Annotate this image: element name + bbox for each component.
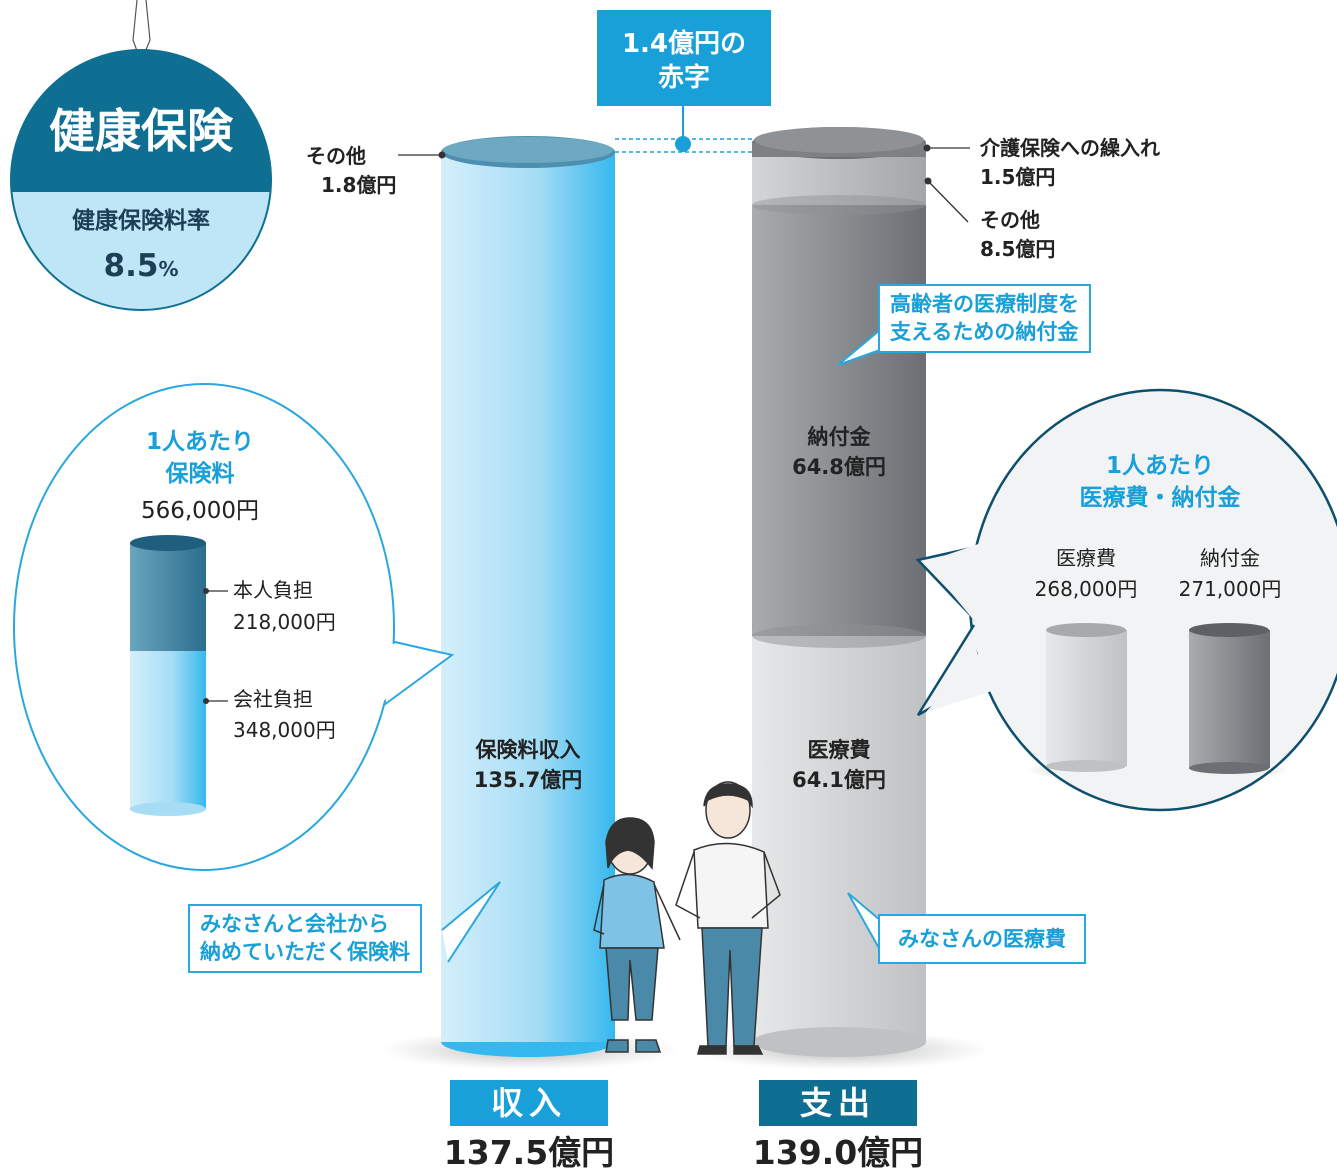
expense-other-leader xyxy=(927,180,969,223)
contribution-label: 納付金 xyxy=(807,425,871,449)
elderly-callout-line2: 支えるための納付金 xyxy=(890,320,1079,345)
expense-tag-bg xyxy=(759,1080,917,1126)
income-tag: 収入 xyxy=(490,1084,567,1122)
income-tag-bg xyxy=(450,1080,608,1126)
expense-tag: 支出 xyxy=(799,1084,876,1122)
expense-cylinder xyxy=(752,127,926,1057)
premium-self-label: 本人負担 xyxy=(233,578,313,602)
medical-callout: みなさんの医療費 xyxy=(878,914,1086,965)
income-other-dot xyxy=(438,151,446,159)
income-total: 137.5億円 xyxy=(443,1133,615,1172)
cost-bubble xyxy=(915,388,1337,812)
badge-title: 健康保険 xyxy=(49,104,233,158)
income-other-value: 1.8億円 xyxy=(321,173,397,197)
deficit-box xyxy=(597,10,771,106)
cost-title-line1: 1人あたり xyxy=(1105,453,1214,479)
elderly-callout: 高齢者の医療制度を 支えるための納付金 xyxy=(878,284,1091,353)
premium-title-line1: 1人あたり xyxy=(145,429,254,455)
medical-callout-text: みなさんの医療費 xyxy=(898,927,1066,951)
medical-label: 医療費 xyxy=(807,738,871,762)
contribution-value: 64.8億円 xyxy=(792,455,886,479)
expense-other-dot xyxy=(924,177,932,185)
premium-company-value: 348,000円 xyxy=(233,718,336,742)
elderly-callout-pointer xyxy=(837,329,881,366)
income-cylinder xyxy=(441,136,615,1057)
medical-callout-pointer xyxy=(847,892,881,951)
cost-medical-value: 268,000円 xyxy=(1034,577,1138,601)
expense-total: 139.0億円 xyxy=(752,1133,924,1172)
income-main-value: 135.7億円 xyxy=(473,768,583,792)
income-main-label: 保険料収入 xyxy=(475,738,581,762)
premium-self-value: 218,000円 xyxy=(233,610,336,634)
cost-contribution-value: 271,000円 xyxy=(1178,577,1282,601)
premium-title-line2: 保険料 xyxy=(165,461,235,487)
deficit-line1: 1.4億円の xyxy=(621,29,747,59)
care-dot xyxy=(923,144,931,152)
elderly-callout-line1: 高齢者の医療制度を xyxy=(890,292,1079,316)
deficit-dot xyxy=(675,136,691,152)
deficit-line2: 赤字 xyxy=(657,63,710,93)
medical-value: 64.1億円 xyxy=(792,768,886,792)
man-figure xyxy=(675,781,781,1055)
cost-title-line2: 医療費・納付金 xyxy=(1079,485,1241,511)
woman-figure xyxy=(593,817,681,1053)
badge-rate-value: 8.5 xyxy=(103,248,159,284)
expense-other-label: その他 xyxy=(980,208,1040,232)
badge-rate: 8.5% xyxy=(31,246,251,286)
premium-total: 566,000円 xyxy=(140,498,260,524)
cost-contribution-label: 納付金 xyxy=(1200,546,1260,570)
income-callout-line1: みなさんと会社から xyxy=(200,912,389,936)
premium-company-label: 会社負担 xyxy=(233,687,313,711)
badge-rate-label: 健康保険料率 xyxy=(72,208,210,234)
cost-medical-label: 医療費 xyxy=(1056,546,1116,570)
care-value: 1.5億円 xyxy=(980,165,1056,189)
badge-rate-unit: % xyxy=(158,257,179,281)
premium-bubble xyxy=(13,383,455,871)
income-callout-pointer xyxy=(441,881,501,963)
care-label: 介護保険への繰入れ xyxy=(980,136,1160,160)
income-other-label: その他 xyxy=(306,144,366,168)
income-callout: みなさんと会社から 納めていただく保険料 xyxy=(188,904,422,973)
income-callout-line2: 納めていただく保険料 xyxy=(200,940,410,965)
expense-other-value: 8.5億円 xyxy=(980,237,1056,261)
